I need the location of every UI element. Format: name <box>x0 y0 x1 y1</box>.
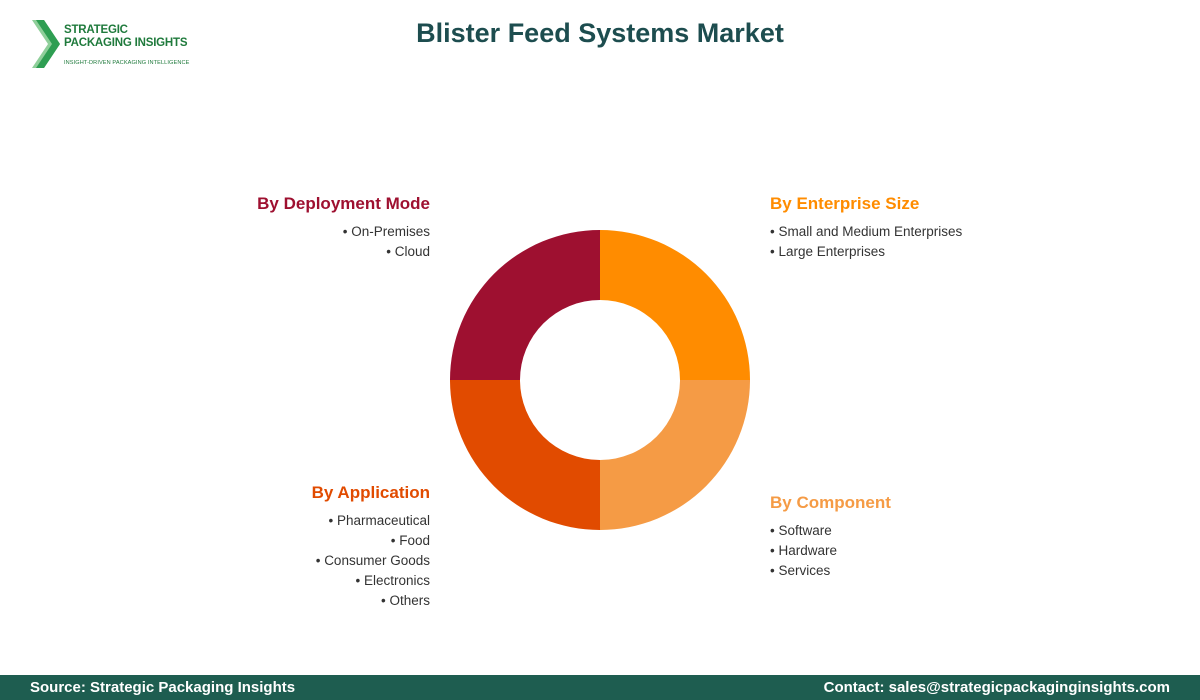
list-item: Food <box>170 531 430 551</box>
brand-name-line2: PACKAGING INSIGHTS <box>64 37 188 49</box>
segment-title: By Enterprise Size <box>770 194 920 213</box>
brand-logo: STRATEGIC PACKAGING INSIGHTS INSIGHT-DRI… <box>30 18 200 73</box>
donut-segment-component <box>600 380 750 530</box>
footer-contact: Contact: sales@strategicpackaginginsight… <box>823 679 1170 696</box>
list-item: Consumer Goods <box>170 551 430 571</box>
list-item: Large Enterprises <box>770 242 1030 262</box>
list-item: Cloud <box>170 242 430 262</box>
list-item: Software <box>770 521 1030 541</box>
brand-name-line1: STRATEGIC <box>64 24 128 36</box>
donut-segment-enterprise <box>600 230 750 380</box>
segment-list: Small and Medium Enterprises Large Enter… <box>770 222 1030 262</box>
segment-enterprise-size: By Enterprise Size Small and Medium Ente… <box>770 194 1030 262</box>
brand-tagline: INSIGHT-DRIVEN PACKAGING INTELLIGENCE <box>64 60 190 66</box>
segment-list: Software Hardware Services <box>770 521 1030 581</box>
donut-segment-application <box>450 380 600 530</box>
segment-component: By Component Software Hardware Services <box>770 493 1030 581</box>
list-item: Services <box>770 561 1030 581</box>
footer-source: Source: Strategic Packaging Insights <box>30 679 296 696</box>
page-title: Blister Feed Systems Market <box>416 18 784 48</box>
segment-list: On-Premises Cloud <box>170 222 430 262</box>
chevron-logo-icon <box>32 20 60 68</box>
list-item: Pharmaceutical <box>170 511 430 531</box>
segment-application: By Application Pharmaceutical Food Consu… <box>170 483 430 611</box>
segmentation-donut <box>450 230 750 530</box>
footer-bar: Source: Strategic Packaging Insights Con… <box>0 675 1200 700</box>
list-item: Hardware <box>770 541 1030 561</box>
segment-deployment-mode: By Deployment Mode On-Premises Cloud <box>170 194 430 262</box>
list-item: Others <box>170 591 430 611</box>
segment-title: By Component <box>770 493 891 512</box>
donut-segment-deployment <box>450 230 600 380</box>
list-item: Electronics <box>170 571 430 591</box>
segment-title: By Deployment Mode <box>257 194 430 213</box>
list-item: On-Premises <box>170 222 430 242</box>
segment-title: By Application <box>311 483 430 502</box>
segment-list: Pharmaceutical Food Consumer Goods Elect… <box>170 511 430 611</box>
list-item: Small and Medium Enterprises <box>770 222 1030 242</box>
